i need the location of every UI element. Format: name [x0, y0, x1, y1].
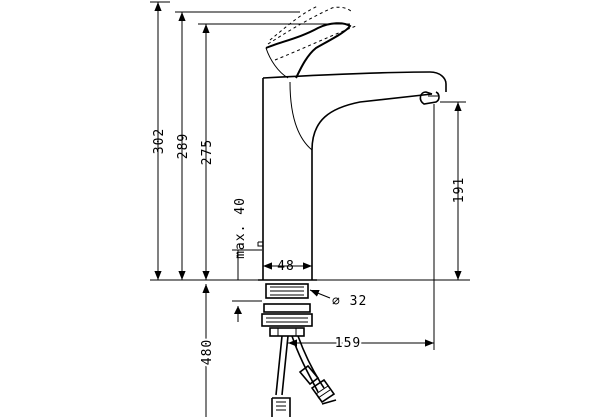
dim-191: 191 [440, 101, 467, 280]
dim-48-label: 48 [277, 259, 295, 274]
dim-191-label: 191 [452, 177, 467, 203]
dim-diameter-32: ⌀ 32 [309, 289, 367, 309]
lever-handle [265, 5, 357, 79]
dim-289: 289 [175, 11, 300, 280]
dim-48: 48 [263, 259, 312, 274]
faucet-body [257, 71, 447, 281]
dim-159: 159 [288, 104, 435, 353]
dim-480: 480 [198, 284, 217, 417]
supply-hoses [271, 335, 337, 417]
dim-159-label: 159 [335, 336, 361, 351]
dim-275-label: 275 [200, 139, 215, 165]
dim-max-40: max. 40 [232, 197, 262, 322]
dim-302-label: 302 [152, 128, 167, 154]
dim-max-40-label: max. 40 [233, 197, 248, 259]
dim-289-label: 289 [176, 133, 191, 159]
dim-302: 302 [150, 1, 170, 280]
dim-480-label: 480 [200, 339, 215, 365]
mounting-assembly [261, 283, 313, 337]
dim-diameter-32-label: ⌀ 32 [332, 294, 367, 309]
dim-275: 275 [198, 23, 350, 280]
